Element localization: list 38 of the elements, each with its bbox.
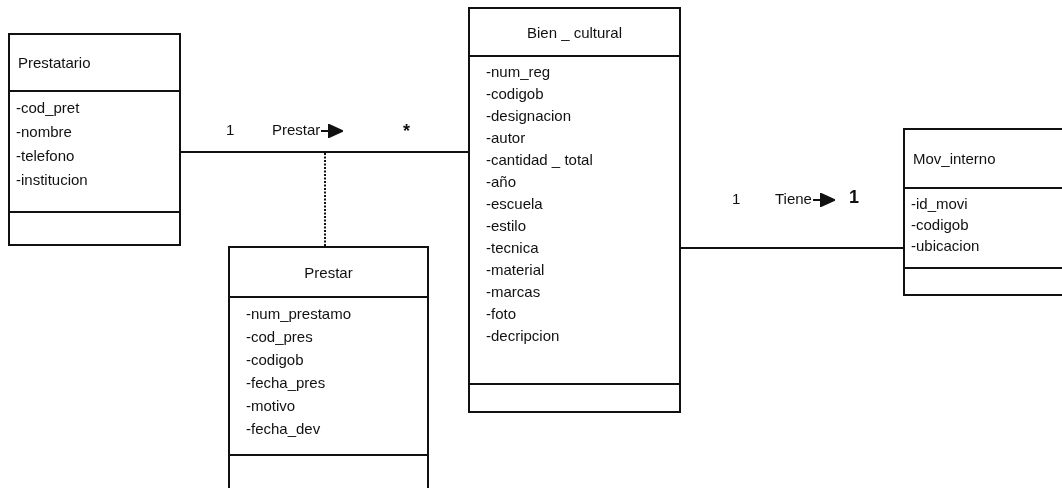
association-line bbox=[680, 247, 904, 249]
attribute-text: -tecnica bbox=[486, 238, 540, 258]
class-box bbox=[8, 33, 181, 246]
attribute-text: -fecha_dev bbox=[246, 419, 322, 439]
attribute-text: -escuela bbox=[486, 194, 544, 214]
attribute-text: -fecha_pres bbox=[246, 373, 327, 393]
attribute-text: -nombre bbox=[16, 122, 73, 142]
class-name: Prestatario bbox=[18, 54, 91, 71]
attribute-text: -codigob bbox=[246, 350, 305, 370]
attribute-text: -cod_pret bbox=[16, 98, 81, 118]
attribute-text: -id_movi bbox=[911, 194, 969, 214]
attribute-text: -institucion bbox=[16, 170, 89, 190]
edge-label: Tiene bbox=[775, 190, 812, 207]
attribute-text: -cod_pres bbox=[246, 327, 314, 347]
attribute-text: -decripcion bbox=[486, 326, 561, 346]
attribute-text: -codigob bbox=[911, 215, 970, 235]
attribute-text: -estilo bbox=[486, 216, 527, 236]
attribute-text: -foto bbox=[486, 304, 517, 324]
attribute-text: -num_prestamo bbox=[246, 304, 353, 324]
attribute-text: -ubicacion bbox=[911, 236, 981, 256]
class-name: Mov_interno bbox=[913, 150, 996, 167]
attribute-text: -codigob bbox=[486, 84, 545, 104]
attribute-text: -año bbox=[486, 172, 518, 192]
attribute-text: -cantidad _ total bbox=[486, 150, 594, 170]
class-box bbox=[468, 7, 681, 413]
attribute-text: -telefono bbox=[16, 146, 76, 166]
association-class-line bbox=[324, 151, 326, 247]
class-name: Prestar bbox=[304, 263, 353, 281]
class-box bbox=[903, 128, 1062, 296]
attribute-text: -marcas bbox=[486, 282, 542, 302]
attribute-text: -designacion bbox=[486, 106, 573, 126]
class-name: Bien _ cultural bbox=[526, 23, 623, 41]
attribute-text: -motivo bbox=[246, 396, 297, 416]
attribute-text: -num_reg bbox=[486, 62, 552, 82]
association-line bbox=[180, 151, 469, 153]
class-box bbox=[228, 246, 429, 488]
attribute-text: -autor bbox=[486, 128, 527, 148]
attribute-text: -material bbox=[486, 260, 546, 280]
